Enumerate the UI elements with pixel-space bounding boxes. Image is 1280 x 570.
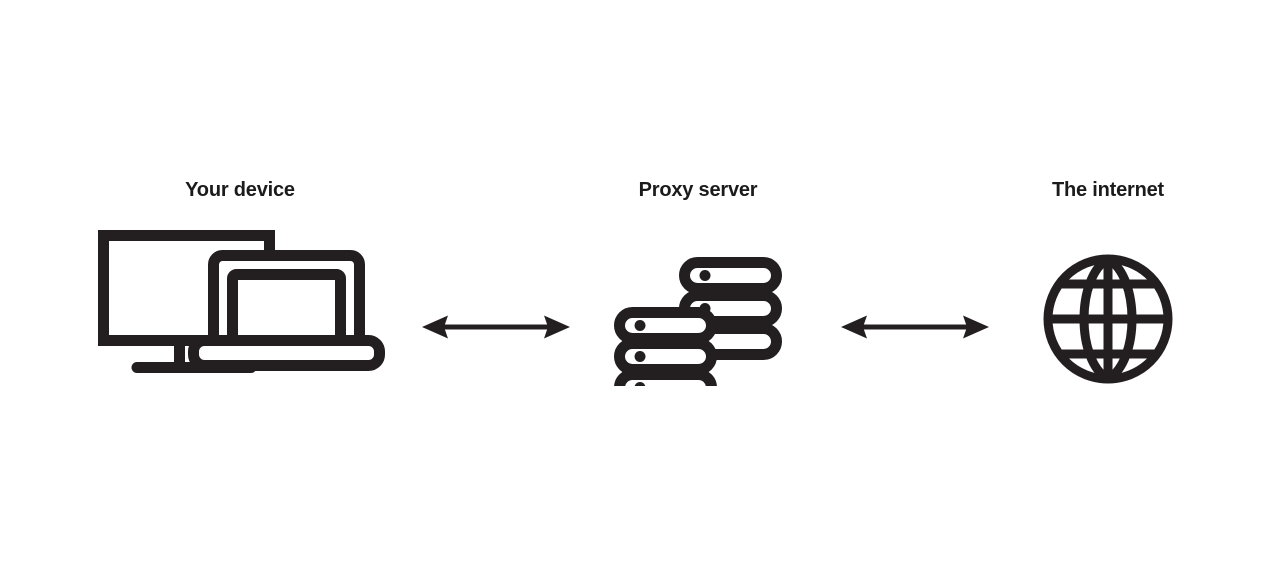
server-stack-front [614, 307, 717, 406]
double-headed-arrow-icon [841, 315, 989, 339]
node-label-proxy: Proxy server [638, 179, 758, 201]
globe-icon [1042, 253, 1174, 390]
diagram-node-device: Your device [80, 178, 400, 383]
double-headed-arrow-icon [422, 315, 570, 339]
diagram-node-internet: The internet [1008, 178, 1208, 390]
monitor-laptop-icon [85, 223, 395, 383]
node-label-internet: The internet [1051, 179, 1165, 201]
server-stack-icon [613, 256, 783, 406]
connector-proxy-to-internet [837, 307, 993, 352]
connector-device-to-proxy [418, 307, 574, 352]
node-label-device: Your device [185, 179, 295, 201]
diagram-node-proxy: Proxy server [598, 178, 798, 406]
